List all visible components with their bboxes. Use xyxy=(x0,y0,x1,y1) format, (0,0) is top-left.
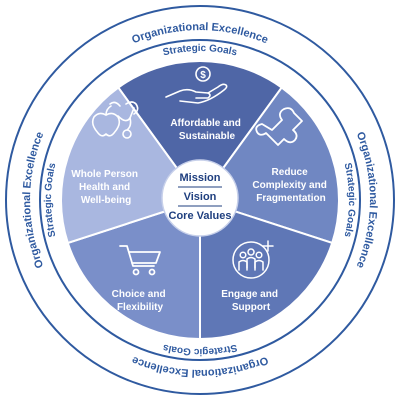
ring-outer-left-text: Organizational Excellence xyxy=(21,130,46,270)
center-mission: Mission xyxy=(180,172,221,184)
center-vision: Vision xyxy=(184,191,217,203)
ring-outer-top-text: Organizational Excellence xyxy=(130,21,270,46)
center-circle xyxy=(161,159,239,237)
ring-inner-top-text: Strategic Goals xyxy=(162,43,239,59)
inner-ring xyxy=(39,39,361,361)
segment-label-reduce: Reduce Complexity and Fragmentation xyxy=(252,167,329,204)
people-group-icon xyxy=(232,240,274,279)
segment-wedge-affordable xyxy=(116,60,284,202)
segment-label-choice: Choice and Flexibility xyxy=(112,289,169,313)
svg-text:$: $ xyxy=(200,70,206,81)
ring-inner-left-text: Strategic Goals xyxy=(43,161,59,238)
money-hand-icon: $ xyxy=(165,66,228,104)
shopping-cart-icon xyxy=(119,245,161,276)
ring-outer-bottom-text: Organizational Excellence xyxy=(130,354,270,379)
segment-label-affordable: Affordable and Sustainable xyxy=(170,118,243,142)
outer-ring xyxy=(5,5,395,395)
ring-inner-bottom-text: Strategic Goals xyxy=(161,342,238,358)
ring-outer-right-text: Organizational Excellence xyxy=(354,130,379,270)
puzzle-piece-icon xyxy=(255,107,303,146)
segment-label-whole: Whole Person Health and Well-being xyxy=(71,169,140,206)
apple-stethoscope-icon xyxy=(91,101,139,139)
center-core-values: Core Values xyxy=(169,210,232,222)
segment-label-engage: Engage and Support xyxy=(221,289,280,313)
ring-inner-right-text: Strategic Goals xyxy=(342,162,358,239)
